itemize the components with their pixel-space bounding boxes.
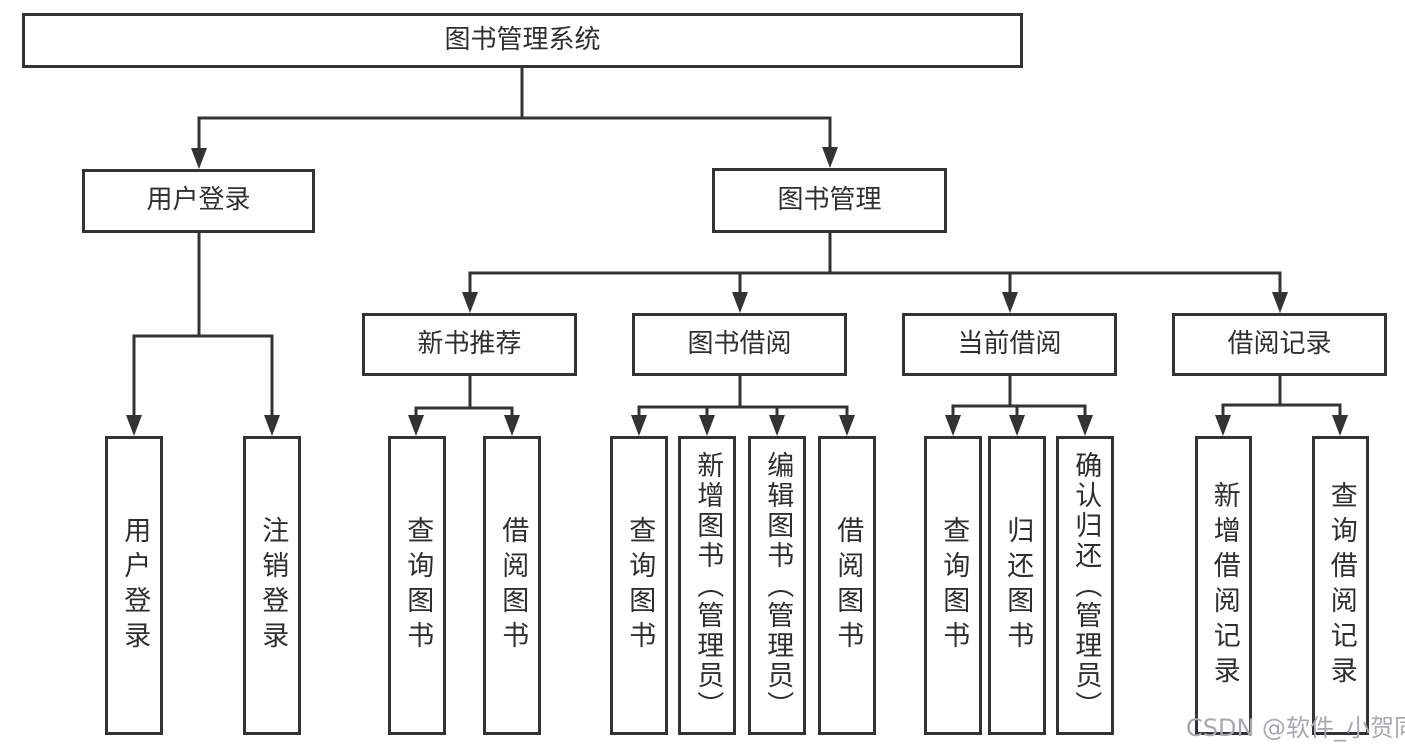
- node-borrow-records: 借阅记录: [1172, 313, 1387, 376]
- leaf-query-books-borrow: 查询图书: [610, 436, 668, 735]
- leaf-confirm-return-admin: 确认归还（管理员）: [1056, 436, 1114, 735]
- leaf-user-login: 用户登录: [105, 436, 163, 735]
- node-library-system: 图书管理系统: [22, 13, 1023, 68]
- leaf-add-borrow-record: 新增借阅记录: [1195, 436, 1252, 735]
- leaf-query-books-current: 查询图书: [924, 436, 982, 735]
- leaf-query-books-recommend: 查询图书: [388, 436, 446, 735]
- leaf-return-books: 归还图书: [988, 436, 1046, 735]
- node-current-borrow: 当前借阅: [902, 313, 1117, 376]
- csdn-watermark: CSDN @软件_小贺同学: [1186, 714, 1405, 742]
- node-book-borrow: 图书借阅: [632, 313, 847, 376]
- node-user-login: 用户登录: [82, 169, 315, 233]
- leaf-query-borrow-record: 查询借阅记录: [1312, 436, 1369, 735]
- leaf-add-books-admin: 新增图书（管理员）: [678, 436, 736, 735]
- connector-shafts: [132, 68, 1342, 417]
- node-new-book-recommend: 新书推荐: [362, 313, 577, 376]
- leaf-borrow-books: 借阅图书: [818, 436, 876, 735]
- leaf-edit-books-admin: 编辑图书（管理员）: [748, 436, 806, 735]
- node-book-management: 图书管理: [712, 168, 947, 233]
- leaf-logout: 注销登录: [243, 436, 301, 735]
- leaf-borrow-books-recommend: 借阅图书: [483, 436, 541, 735]
